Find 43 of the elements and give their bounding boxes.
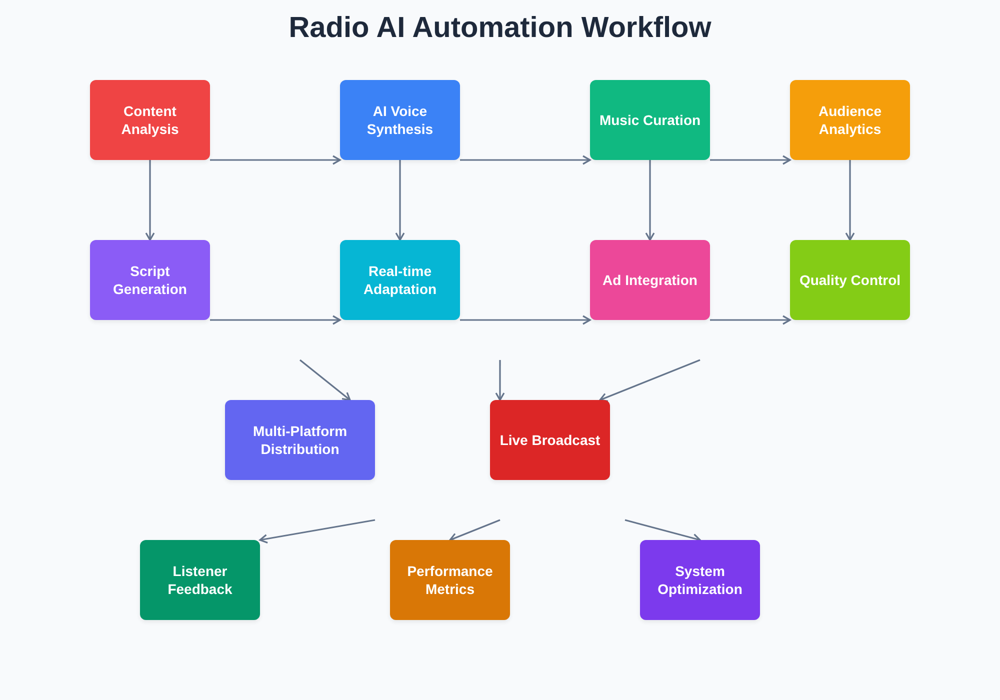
arrow [599,359,700,402]
box-label: Audience Analytics [817,102,882,138]
arrow [495,360,505,401]
process-box [390,540,510,620]
arrow [645,160,655,241]
arrow [395,160,405,241]
arrow [145,160,155,241]
process-box [140,540,260,620]
arrow [300,359,351,401]
box-label: AI Voice Synthesis [366,102,434,138]
process-box [90,240,210,320]
process-box [590,240,710,320]
process-box [340,80,460,160]
process-box [490,400,610,480]
box-label: Quality Control [798,271,902,289]
box-label: System Optimization [656,562,744,598]
arrow [449,519,500,542]
arrow [210,155,341,165]
box-label: Content Analysis [120,102,180,138]
diagram-title: Radio AI Automation Workflow [288,12,712,45]
box-label: Live Broadcast [498,431,602,449]
process-box [340,240,460,320]
arrow [460,315,591,325]
box-label: Performance Metrics [406,562,494,598]
arrow [259,519,376,544]
box-label: Listener Feedback [166,562,234,598]
arrow [710,155,791,165]
box-label: Script Generation [112,262,188,298]
box-label: Multi-Platform Distribution [252,422,348,458]
box-label: Real-time Adaptation [362,262,438,298]
box-label: Music Curation [598,111,702,129]
arrow [845,160,855,241]
process-box [225,400,375,480]
process-box [90,80,210,160]
process-box [790,80,910,160]
process-box [640,540,760,620]
box-label: Ad Integration [602,271,698,289]
process-box [590,80,710,160]
process-box [790,240,910,320]
arrow [460,155,591,165]
arrow [210,315,341,325]
arrow [624,519,701,543]
arrow [710,315,791,325]
